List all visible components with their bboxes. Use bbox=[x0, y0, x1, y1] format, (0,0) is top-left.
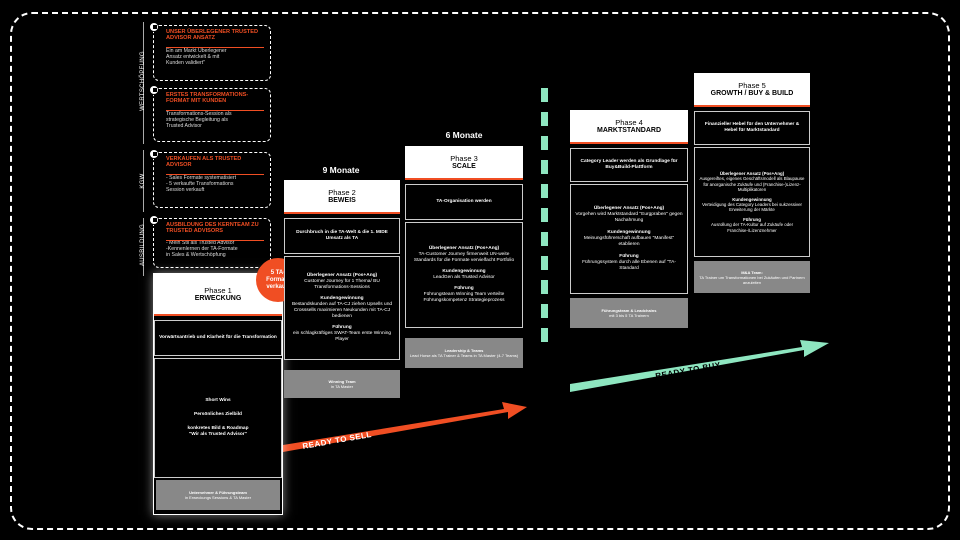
milestone-dash bbox=[541, 280, 548, 294]
phase-3-header: Phase 3 SCALE bbox=[405, 146, 523, 180]
phase-5-number: Phase 5 bbox=[738, 81, 766, 90]
milestone-dash bbox=[541, 256, 548, 270]
phase-3-number: Phase 3 bbox=[450, 154, 478, 163]
milestone-dash bbox=[541, 112, 548, 126]
phase-5: Phase 5 GROWTH / BUY & BUILD Finanzielle… bbox=[694, 73, 810, 295]
ready-to-buy-arrow bbox=[570, 340, 829, 392]
phase-1-number: Phase 1 bbox=[204, 286, 232, 295]
card-desc: - Sales Formate systematisiert - 5 verka… bbox=[166, 174, 237, 193]
phase-4-details: Überlegener Ansatz (Pos+Ang)Vorgehen wir… bbox=[570, 184, 688, 294]
phase-3-duration: 6 Monate bbox=[445, 130, 483, 140]
milestone-dash bbox=[541, 328, 548, 342]
phase-5-name: GROWTH / BUY & BUILD bbox=[710, 90, 794, 97]
phase-2-goal: Durchbruch in die TA-Welt & die 1. MIDE … bbox=[284, 218, 400, 254]
milestone-dash bbox=[541, 184, 548, 198]
milestone-dash bbox=[541, 208, 548, 222]
card-transformations-format: ERSTES TRANSFORMATIONS-FORMAT MIT KUNDEN… bbox=[149, 85, 271, 142]
phase-5-details: Überlegener Ansatz (Pos+Ang)Ausgereiftes… bbox=[694, 147, 810, 257]
phase-2-name: BEWEIS bbox=[328, 197, 356, 204]
phase-1-details: Short Wins Persönliches Zielbild konkret… bbox=[154, 358, 282, 478]
phase-2-header: Phase 2 BEWEIS bbox=[284, 180, 400, 214]
card-desc: Ein am Markt Überlegener Ansatz entwicke… bbox=[166, 47, 227, 66]
flag-icon bbox=[149, 149, 159, 159]
phase-4-team: Führungsteam & Leadchains mit 3 bis 5 TA… bbox=[570, 298, 688, 328]
card-title: VERKAUFEN ALS TRUSTED ADVISOR bbox=[166, 156, 242, 169]
side-line-wertschoepfung bbox=[143, 22, 144, 144]
phase-3-name: SCALE bbox=[452, 163, 476, 170]
phase-2-duration: 9 Monate bbox=[322, 165, 360, 175]
card-desc: Transformations-Session als strategische… bbox=[166, 110, 232, 129]
phase-1-name: ERWECKUNG bbox=[194, 295, 242, 302]
milestone-dash bbox=[541, 304, 548, 318]
flag-icon bbox=[149, 22, 159, 32]
card-title: ERSTES TRANSFORMATIONS-FORMAT MIT KUNDEN bbox=[166, 92, 249, 105]
phase-3-team: Leadership & Teams Lead Horse als TA Tra… bbox=[405, 338, 523, 368]
dashed-frame bbox=[10, 12, 950, 530]
milestone-dash bbox=[541, 136, 548, 150]
phase-5-header: Phase 5 GROWTH / BUY & BUILD bbox=[694, 73, 810, 107]
flag-icon bbox=[149, 85, 159, 95]
phase-2-number: Phase 2 bbox=[328, 188, 356, 197]
phase-4-name: MARKTSTANDARD bbox=[596, 127, 662, 134]
phase-2-team: Winning Team in TA Master bbox=[284, 370, 400, 398]
phase-4: Phase 4 MARKTSTANDARD Category Leader we… bbox=[570, 110, 688, 328]
card-desc: - Mein Stil als Trusted Advisor -Kennenl… bbox=[166, 239, 238, 258]
milestone-dash bbox=[541, 88, 548, 102]
phase-3-details: Überlegener Ansatz (Pos+Ang)TA-Customer … bbox=[405, 222, 523, 328]
ready-to-sell-arrow bbox=[283, 402, 527, 452]
phase-1-goal: Vorwärtsantrieb und Klarheit für die Tra… bbox=[154, 320, 282, 356]
phase-5-team: M&A Team: TA Trainer um Transformationen… bbox=[694, 261, 810, 293]
phase-5-goal: Finanzieller Hebel für den Unternehmer &… bbox=[694, 111, 810, 145]
phase-4-goal: Category Leader werden als Grundlage für… bbox=[570, 148, 688, 182]
card-trusted-advisor-ansatz: UNSER ÜBERLEGENER TRUSTED ADVISOR ANSATZ… bbox=[149, 22, 271, 81]
phase-4-header: Phase 4 MARKTSTANDARD bbox=[570, 110, 688, 144]
phase-1: Phase 1 ERWECKUNG Vorwärtsantrieb und Kl… bbox=[153, 273, 283, 515]
card-title: AUSBILDUNG DES KERNTEAM ZU TRUSTED ADVIS… bbox=[166, 222, 259, 235]
milestone-dash bbox=[541, 160, 548, 174]
side-line-kgw bbox=[143, 150, 144, 212]
phase-2-details: Überlegener Ansatz (Pos+Ang)Customer Jou… bbox=[284, 256, 400, 360]
flag-icon bbox=[149, 215, 159, 225]
phase-3-goal: TA-Organisation werden bbox=[405, 184, 523, 220]
phase-4-number: Phase 4 bbox=[615, 118, 643, 127]
phase-3: Phase 3 SCALE TA-Organisation werden Übe… bbox=[405, 146, 523, 368]
card-verkaufen: VERKAUFEN ALS TRUSTED ADVISOR - Sales Fo… bbox=[149, 149, 271, 208]
side-line-ausbildung bbox=[143, 218, 144, 276]
phase-2: Phase 2 BEWEIS Durchbruch in die TA-Welt… bbox=[284, 180, 400, 400]
card-ausbildung: AUSBILDUNG DES KERNTEAM ZU TRUSTED ADVIS… bbox=[149, 215, 271, 268]
milestone-dash bbox=[541, 232, 548, 246]
phase-1-team: Unternehmer & Führungsteam in Erweckungs… bbox=[156, 480, 280, 510]
card-title: UNSER ÜBERLEGENER TRUSTED ADVISOR ANSATZ bbox=[166, 29, 258, 42]
